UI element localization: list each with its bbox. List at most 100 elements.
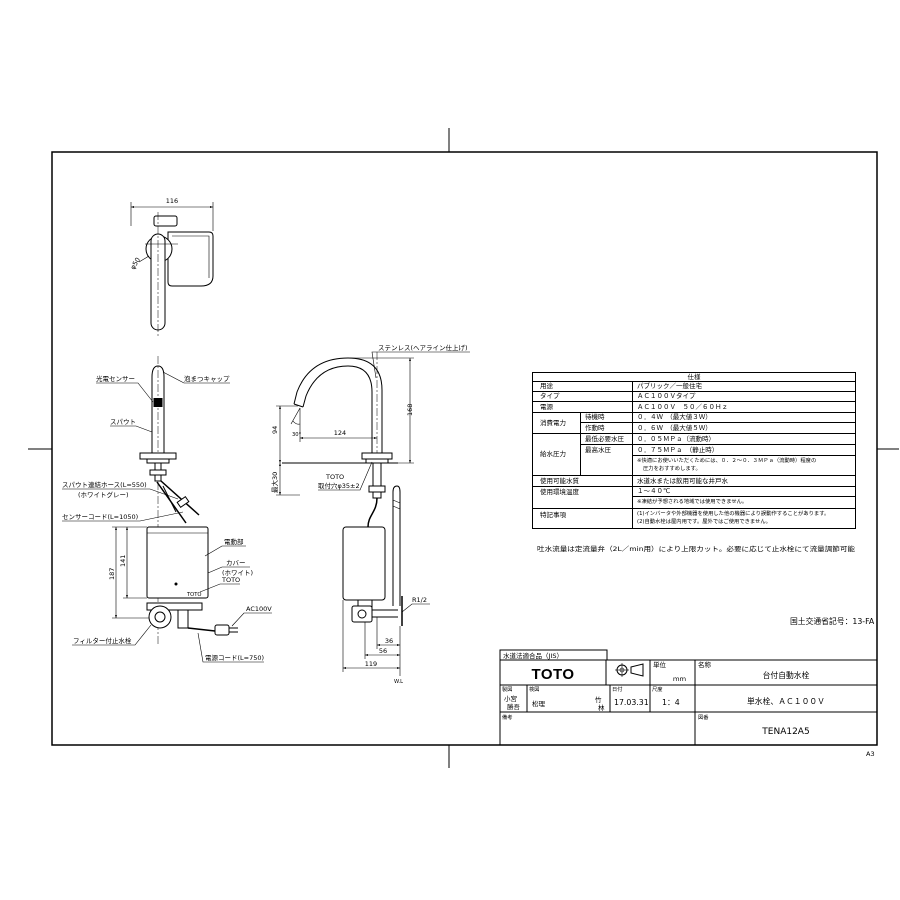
spout-head [153, 215, 178, 227]
spout-outer [302, 365, 373, 455]
scale-value: 1：4 [662, 698, 680, 707]
label-power-cord: 電源コード(L=750) [205, 653, 264, 662]
spec-operating-label: 作動時 [580, 422, 633, 434]
label-spout-hose: スパウト連結ホース(L=550) [62, 480, 147, 489]
dim-tip-height-text: 94 [271, 426, 279, 434]
spout-front [151, 365, 165, 455]
front-view: TOTO 187 141 光電センサー 泡まつキャップ スパウト スパウト連結ホ… [62, 356, 272, 663]
dim-deck-text: 最大30 [270, 472, 279, 493]
approver-stamp-2: 林 [598, 703, 605, 712]
drafter-stamp-2: 勝吾 [507, 702, 521, 711]
angle-ref [290, 407, 301, 425]
water-line-text: W.L [394, 679, 403, 685]
label-cover: カバー [226, 559, 246, 567]
third-angle-projection-icon [615, 663, 644, 677]
label-sensor-cord: センサーコード(L=1050) [62, 513, 138, 521]
spec-table: 仕様 用途 パブリック／一般住宅 タイプ ＡＣ１００Ｖタイプ 電源 ＡＣ１００Ｖ… [531, 372, 857, 529]
power-cord [187, 627, 216, 632]
date-label: 日付 [612, 685, 622, 693]
label-power: AC100V [246, 605, 272, 613]
control-box [146, 526, 209, 599]
spec-max-pressure-label: 最高水圧 [580, 444, 633, 476]
box-indicator [174, 582, 178, 586]
label-brand: TOTO [325, 473, 344, 481]
mlit-code: 国土交通省記号：13-FA [790, 616, 875, 626]
dim-reach-text: 124 [334, 429, 346, 437]
spec-pressure-note-1: ※快適にお使いいただくためには、０．２～０．３ＭＰａ（流動時）程度の [637, 458, 817, 465]
toto-logo: TOTO [531, 666, 574, 683]
title-frame [499, 659, 878, 746]
supply-pipe [146, 602, 203, 611]
stop-valve [351, 605, 373, 623]
label-sensor: 光電センサー [96, 374, 135, 383]
leader-dia [138, 255, 150, 263]
spec-header: 仕様 [531, 372, 857, 382]
dim-119-text: 119 [365, 660, 377, 668]
spec-power-value: ＡＣ１００Ｖ ５０／６０Ｈｚ [631, 401, 857, 413]
leader-drive-unit [204, 545, 246, 557]
label-cover-color: (ホワイト) [222, 569, 253, 577]
spec-consumption-label: 消費電力 [532, 412, 581, 434]
spec-temp-value: １～４０℃ [631, 486, 857, 497]
base-flange [361, 452, 393, 460]
spec-standby-value: ０．４Ｗ （最大値３Ｗ） [631, 412, 857, 423]
drawing-no: TENA12A5 [761, 727, 809, 737]
dim-height-text: 168 [406, 404, 414, 416]
leader-thread [401, 603, 430, 613]
cover-inner-edge [172, 235, 210, 278]
box-brand: TOTO [186, 592, 202, 598]
spec-type-value: ＡＣ１００Ｖタイプ [631, 391, 857, 402]
spec-power-label: 電源 [532, 401, 633, 413]
leader-power-cord [197, 632, 264, 663]
approver-stamp-1: 竹 [595, 695, 602, 704]
sheet-size: A3 [866, 750, 875, 758]
leader-cover [207, 566, 250, 574]
subtitle: 単水栓、ＡＣ１００Ｖ [747, 696, 825, 706]
spec-min-pressure-value: ０．０５ＭＰａ（流動時） [631, 433, 857, 445]
plug-icon [214, 624, 230, 636]
unit-value: ｍｍ [673, 675, 687, 683]
leader-aerator [162, 371, 230, 384]
spec-remarks-2: (2)自動水栓は屋内用です。屋外ではご使用できません。 [637, 518, 771, 525]
leader-spout [110, 425, 153, 433]
spout-hose [160, 480, 200, 516]
supply-hose [392, 485, 401, 606]
label-valve: フィルター付止水栓 [73, 636, 132, 645]
label-aerator: 泡まつキャップ [184, 374, 230, 383]
spec-remarks: (1)インバータや外部機器を使用した他の機器により誤動作することがあります。 (… [631, 508, 857, 529]
hose-detail [162, 485, 177, 513]
title-block: 水道法適合品（JIS） TOTO 単位 ｍｍ 名称 台付自動水栓 製図 検図 日… [499, 649, 878, 746]
spec-water-label: 使用可能水質 [532, 475, 633, 487]
top-view: 116 φ50 [129, 197, 214, 338]
spec-type-label: タイプ [532, 391, 633, 402]
cord-clamp [177, 609, 189, 629]
leader-brand [199, 583, 240, 593]
spec-temp-note-text: ※凍結が予想される地域では使用できません。 [637, 498, 748, 505]
drawing-no-label: 図番 [698, 714, 709, 721]
leader-sensor-cord [62, 511, 184, 522]
stop-valve-inner [154, 611, 166, 623]
drafter-stamp-1: 小宮 [504, 694, 517, 703]
stop-valve [148, 605, 172, 629]
leader-mount [318, 461, 373, 491]
dim-box-text: 141 [119, 555, 127, 567]
spec-pressure-note-2: 圧力をおすすめします。 [643, 465, 701, 472]
base-ring [365, 458, 389, 464]
dim-36-text: 36 [385, 637, 393, 645]
cover-outline [167, 231, 214, 287]
base-flange [139, 452, 177, 460]
dim-width-text: 116 [166, 197, 178, 205]
checked-label: 検図 [529, 685, 539, 693]
leader-valve [72, 624, 152, 646]
spec-min-pressure-label: 最低必要水圧 [580, 433, 633, 445]
spec-standby-label: 待機時 [580, 412, 633, 423]
hose-mark [392, 505, 401, 510]
spec-use-label: 用途 [532, 381, 633, 392]
spec-water-value: 水道水または飲用可能な井戸水 [631, 475, 857, 487]
leader-power [231, 612, 272, 627]
label-cover-brand: TOTO [221, 576, 240, 584]
label-mount-hole: 取付穴φ35±2 [318, 481, 360, 490]
lock-nut [149, 469, 167, 476]
base-ring [146, 458, 170, 464]
